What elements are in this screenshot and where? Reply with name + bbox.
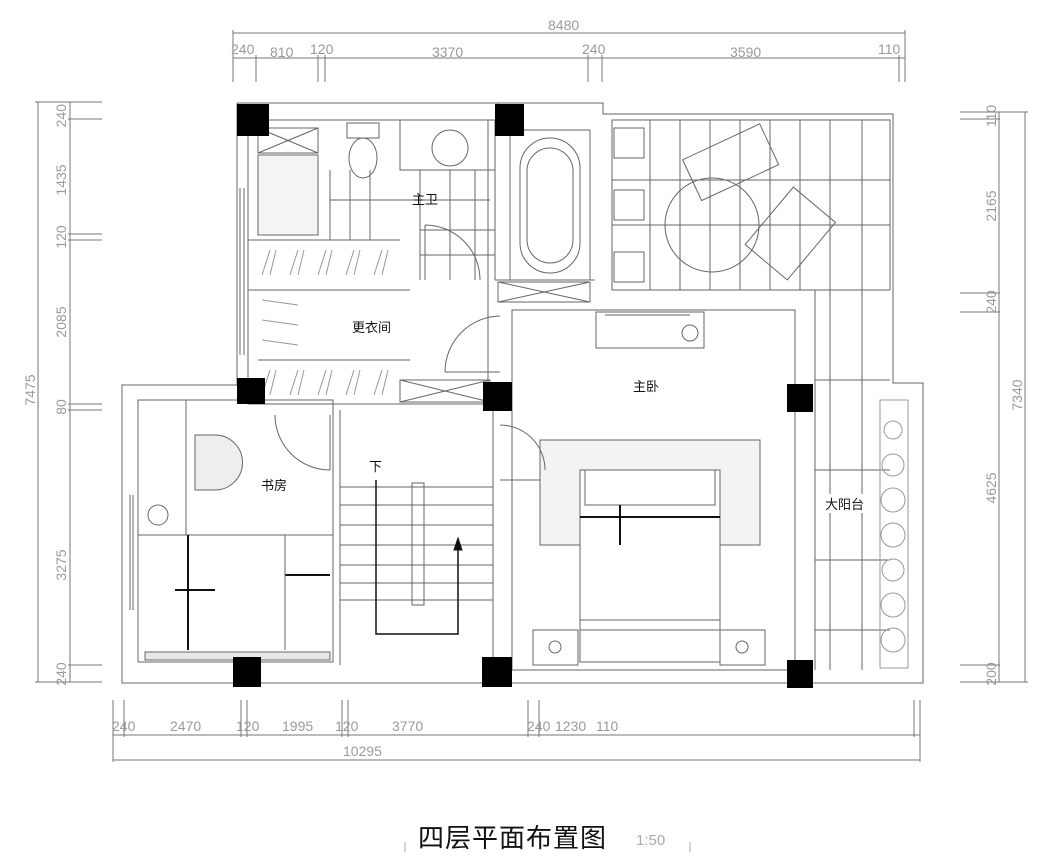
svg-text:120: 120 — [236, 718, 260, 734]
svg-text:2165: 2165 — [983, 190, 999, 221]
right-dimension-chain — [960, 111, 1028, 683]
svg-text:240: 240 — [983, 290, 999, 314]
svg-text:1995: 1995 — [282, 718, 313, 734]
svg-text:240: 240 — [527, 718, 551, 734]
svg-text:110: 110 — [983, 105, 999, 128]
side-dimension-labels: 240 1435 120 2085 80 3275 240 7475 110 2… — [22, 104, 1025, 686]
svg-text:8480: 8480 — [548, 17, 579, 33]
svg-text:120: 120 — [310, 41, 334, 57]
svg-text:240: 240 — [112, 718, 136, 734]
svg-text:240: 240 — [53, 662, 69, 686]
stair-direction-label: 下 — [369, 460, 383, 475]
svg-text:2085: 2085 — [53, 306, 69, 337]
dimension-labels: 8480 240 810 120 3370 240 3590 110 240 2… — [112, 17, 901, 759]
svg-text:3370: 3370 — [432, 44, 463, 60]
svg-text:3590: 3590 — [730, 44, 761, 60]
room-label-balcony: 大阳台 — [825, 494, 865, 513]
svg-text:110: 110 — [878, 41, 901, 57]
svg-text:2470: 2470 — [170, 718, 201, 734]
room-label-master-bath: 主卫 — [412, 193, 439, 208]
left-dimension-chain — [35, 101, 102, 683]
svg-text:240: 240 — [53, 104, 69, 128]
svg-text:200: 200 — [983, 662, 999, 686]
svg-text:110: 110 — [596, 718, 619, 734]
svg-text:120: 120 — [335, 718, 359, 734]
svg-text:7340: 7340 — [1009, 379, 1025, 410]
svg-text:80: 80 — [53, 399, 69, 415]
svg-text:10295: 10295 — [343, 743, 382, 759]
svg-text:240: 240 — [231, 41, 255, 57]
top-dimension-chain — [232, 30, 906, 82]
svg-text:1435: 1435 — [53, 164, 69, 195]
title-ticks — [404, 842, 691, 852]
svg-text:4625: 4625 — [983, 472, 999, 503]
svg-text:7475: 7475 — [22, 374, 38, 405]
drawing-title: 四层平面布置图 — [418, 824, 608, 854]
room-label-study: 书房 — [261, 479, 288, 494]
svg-text:3770: 3770 — [392, 718, 423, 734]
structural-columns — [233, 104, 813, 688]
svg-text:120: 120 — [53, 225, 69, 249]
bottom-dimension-chain — [112, 700, 921, 762]
drawing-scale: 1:50 — [636, 832, 666, 849]
svg-text:1230: 1230 — [555, 718, 586, 734]
room-label-master-bedroom: 主卧 — [633, 380, 660, 395]
svg-text:240: 240 — [582, 41, 606, 57]
room-label-walk-in-closet: 更衣间 — [352, 321, 392, 336]
svg-text:810: 810 — [270, 44, 294, 60]
wall-outlines — [121, 102, 924, 684]
svg-text:3275: 3275 — [53, 549, 69, 580]
